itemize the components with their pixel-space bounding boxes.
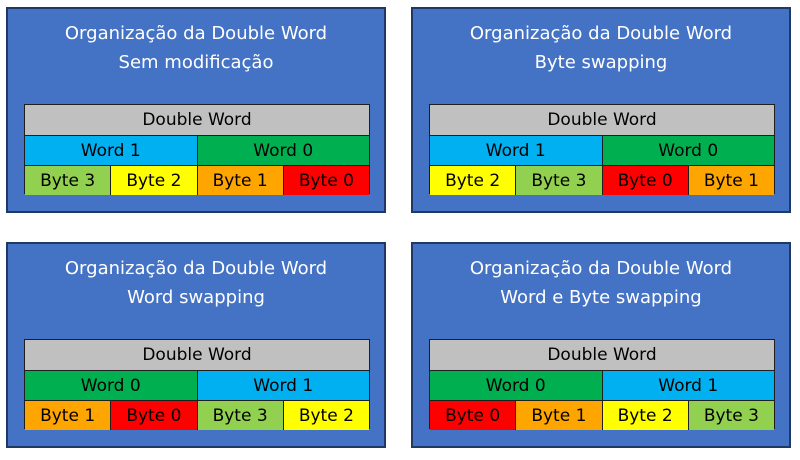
panel-title: Organização da Double Word Byte swapping [413, 19, 789, 77]
byte-cell: Byte 2 [601, 401, 688, 430]
double-word-table: Double Word Word 1 Word 0 Byte 2 Byte 3 … [429, 104, 775, 195]
panel-title: Organização da Double Word Word swapping [8, 254, 384, 312]
panel-title-line2: Word swapping [127, 287, 265, 308]
double-word-table: Double Word Word 0 Word 1 Byte 1 Byte 0 … [24, 339, 370, 430]
byte-cell: Byte 2 [430, 166, 516, 195]
panel-title: Organização da Double Word Sem modificaç… [8, 19, 384, 77]
byte-cell: Byte 2 [282, 401, 369, 430]
byte-cell: Byte 3 [196, 401, 283, 430]
word-cell: Word 0 [25, 371, 197, 400]
word-cell: Word 1 [430, 136, 602, 165]
panel-title-line1: Organização da Double Word [64, 258, 328, 279]
byte-cell: Byte 3 [687, 401, 774, 430]
panel-title: Organização da Double Word Word e Byte s… [413, 254, 789, 312]
word-cell: Word 1 [196, 371, 369, 400]
double-word-cell: Double Word [430, 105, 774, 135]
byte-cell: Byte 0 [282, 166, 369, 195]
double-word-table: Double Word Word 0 Word 1 Byte 0 Byte 1 … [429, 339, 775, 430]
double-word-cell: Double Word [25, 105, 369, 135]
panel-title-line1: Organização da Double Word [64, 23, 328, 44]
word-cell: Word 1 [25, 136, 197, 165]
byte-cell: Byte 1 [687, 166, 774, 195]
word-cell: Word 1 [601, 371, 774, 400]
panel-word-e-byte-swapping: Organização da Double Word Word e Byte s… [411, 242, 791, 448]
panel-word-swapping: Organização da Double Word Word swapping… [6, 242, 386, 448]
double-word-cell: Double Word [25, 340, 369, 370]
panel-title-line1: Organização da Double Word [469, 258, 733, 279]
panel-sem-modificacao: Organização da Double Word Sem modificaç… [6, 7, 386, 213]
byte-cell: Byte 1 [196, 166, 283, 195]
byte-cell: Byte 0 [430, 401, 516, 430]
byte-cell: Byte 3 [515, 166, 602, 195]
word-cell: Word 0 [430, 371, 602, 400]
byte-cell: Byte 1 [515, 401, 602, 430]
byte-cell: Byte 1 [25, 401, 111, 430]
panel-byte-swapping: Organização da Double Word Byte swapping… [411, 7, 791, 213]
panel-title-line2: Byte swapping [534, 52, 668, 73]
panel-title-line1: Organização da Double Word [469, 23, 733, 44]
byte-cell: Byte 2 [110, 166, 197, 195]
word-cell: Word 0 [196, 136, 369, 165]
byte-cell: Byte 0 [110, 401, 197, 430]
panel-title-line2: Word e Byte swapping [500, 287, 702, 308]
panel-title-line2: Sem modificação [118, 52, 274, 73]
double-word-cell: Double Word [430, 340, 774, 370]
word-cell: Word 0 [601, 136, 774, 165]
byte-cell: Byte 3 [25, 166, 111, 195]
byte-cell: Byte 0 [601, 166, 688, 195]
double-word-table: Double Word Word 1 Word 0 Byte 3 Byte 2 … [24, 104, 370, 195]
